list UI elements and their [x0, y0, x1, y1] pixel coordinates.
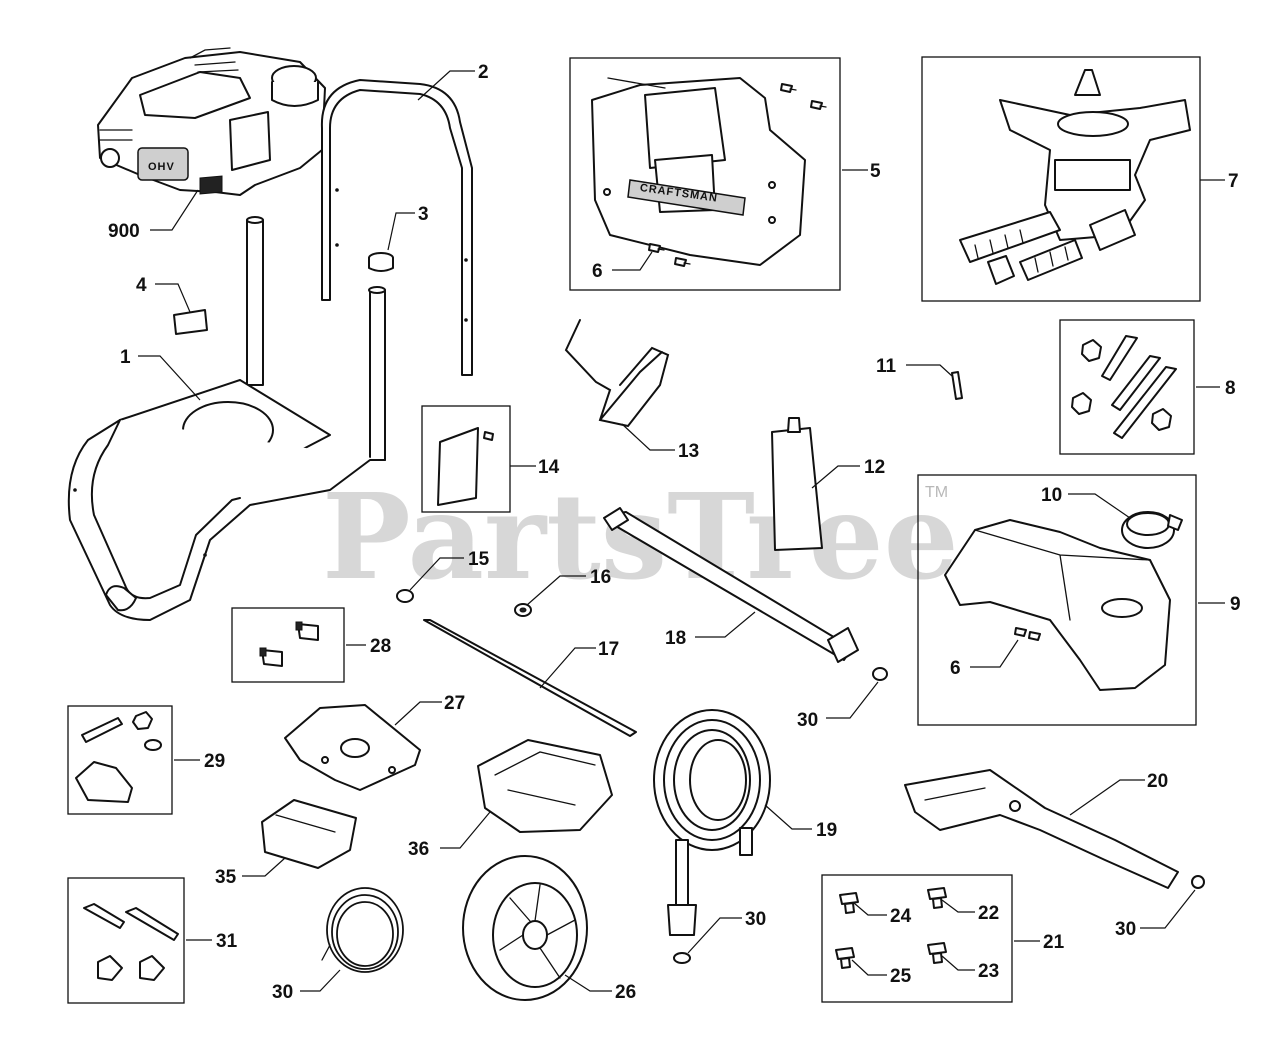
callout-8[interactable]: 8 [1225, 378, 1236, 399]
part-21-box [821, 874, 1013, 1003]
callout-35[interactable]: 35 [215, 867, 237, 888]
callout-10[interactable]: 10 [1041, 485, 1062, 506]
part-11-pin[interactable] [951, 371, 963, 400]
callout-900[interactable]: 900 [108, 221, 140, 242]
part-27-plate[interactable] [284, 704, 421, 791]
part-26-wheel[interactable] [462, 855, 588, 1001]
callout-22[interactable]: 22 [978, 903, 999, 924]
part-35-battery[interactable] [261, 799, 357, 869]
callout-21[interactable]: 21 [1043, 932, 1065, 953]
part-30-hose-coil[interactable] [321, 887, 404, 973]
part-19-hose[interactable] [653, 709, 771, 936]
part-5-control-panel[interactable]: CRAFTSMAN [591, 77, 806, 266]
part-29-box [67, 705, 173, 815]
part-20-spray-gun[interactable] [904, 769, 1179, 889]
callout-17[interactable]: 17 [598, 639, 619, 660]
callout-1[interactable]: 1 [120, 347, 131, 368]
part-4-label[interactable] [173, 309, 208, 335]
part-31-box [67, 877, 185, 1004]
callout-9[interactable]: 9 [1230, 594, 1241, 615]
part-17-tube[interactable] [423, 619, 637, 737]
watermark-trademark: TM [925, 484, 948, 501]
callout-30-wand[interactable]: 30 [797, 710, 818, 731]
leader-lines [138, 70, 1225, 992]
callout-14[interactable]: 14 [538, 457, 560, 478]
part-18-wand[interactable] [603, 507, 859, 663]
part-15-o-ring[interactable] [396, 589, 414, 603]
callout-labels: 900 2 3 4 1 5 6 7 8 11 13 14 12 10 9 6 1… [108, 62, 1241, 1003]
part-28-box [231, 607, 345, 683]
part-14-box [421, 405, 511, 513]
part-3-cap[interactable] [368, 252, 394, 272]
callout-4[interactable]: 4 [136, 275, 147, 296]
part-900-engine[interactable]: OHV [97, 47, 326, 196]
part-1-frame[interactable] [67, 216, 386, 621]
part-23-screw[interactable] [927, 942, 947, 964]
part-5-box [569, 57, 841, 291]
callout-26[interactable]: 26 [615, 982, 636, 1003]
callout-30-gun[interactable]: 30 [1115, 919, 1136, 940]
part-8-hardware[interactable] [1071, 335, 1177, 439]
part-28-connectors[interactable] [259, 621, 319, 667]
callout-28[interactable]: 28 [370, 636, 391, 657]
callout-7[interactable]: 7 [1228, 171, 1239, 192]
callout-30-coil[interactable]: 30 [272, 982, 293, 1003]
part-6-tank-screw [1014, 627, 1027, 637]
callout-18[interactable]: 18 [665, 628, 686, 649]
part-2-upper-handle[interactable] [320, 79, 473, 376]
part-22-screw[interactable] [927, 887, 947, 909]
callout-27[interactable]: 27 [444, 693, 465, 714]
callout-31[interactable]: 31 [216, 931, 238, 952]
callout-30-hose[interactable]: 30 [745, 909, 766, 930]
part-30-o-ring-gun [1191, 875, 1205, 889]
callout-19[interactable]: 19 [816, 820, 837, 841]
callout-25[interactable]: 25 [890, 966, 912, 987]
part-30-o-ring-hose [673, 952, 691, 964]
part-7-box [921, 56, 1201, 302]
part-14-plate[interactable] [437, 427, 494, 506]
callout-6-tank[interactable]: 6 [950, 658, 961, 679]
callout-6-panel[interactable]: 6 [592, 261, 603, 282]
part-31-hardware[interactable] [83, 903, 179, 981]
callout-5[interactable]: 5 [870, 161, 881, 182]
part-12-detergent-bottle[interactable] [771, 417, 823, 551]
callout-23[interactable]: 23 [978, 961, 999, 982]
callout-3[interactable]: 3 [418, 204, 429, 225]
callout-16[interactable]: 16 [590, 567, 611, 588]
callout-29[interactable]: 29 [204, 751, 225, 772]
part-13-clip[interactable] [564, 319, 670, 428]
callout-36[interactable]: 36 [408, 839, 429, 860]
callout-2[interactable]: 2 [478, 62, 489, 83]
part-9-fuel-tank[interactable] [944, 519, 1171, 691]
part-30-o-ring-wand [872, 667, 888, 681]
callout-24[interactable]: 24 [890, 906, 912, 927]
part-5-screws [648, 83, 827, 267]
callout-13[interactable]: 13 [678, 441, 699, 462]
part-9-box [917, 474, 1197, 726]
callout-15[interactable]: 15 [468, 549, 490, 570]
part-8-box [1059, 319, 1195, 455]
part-7-pump[interactable] [959, 69, 1191, 285]
part-36-charger[interactable] [477, 739, 613, 833]
part-24-screw[interactable] [839, 892, 859, 914]
callout-20[interactable]: 20 [1147, 771, 1168, 792]
part-25-screw[interactable] [835, 947, 855, 969]
part-29-hardware[interactable] [75, 711, 162, 803]
part-16-washer[interactable] [514, 603, 532, 617]
engine-ohv-label: OHV [148, 161, 175, 173]
part-10-fuel-cap[interactable] [1121, 511, 1183, 549]
callout-11[interactable]: 11 [876, 356, 897, 377]
callout-12[interactable]: 12 [864, 457, 885, 478]
